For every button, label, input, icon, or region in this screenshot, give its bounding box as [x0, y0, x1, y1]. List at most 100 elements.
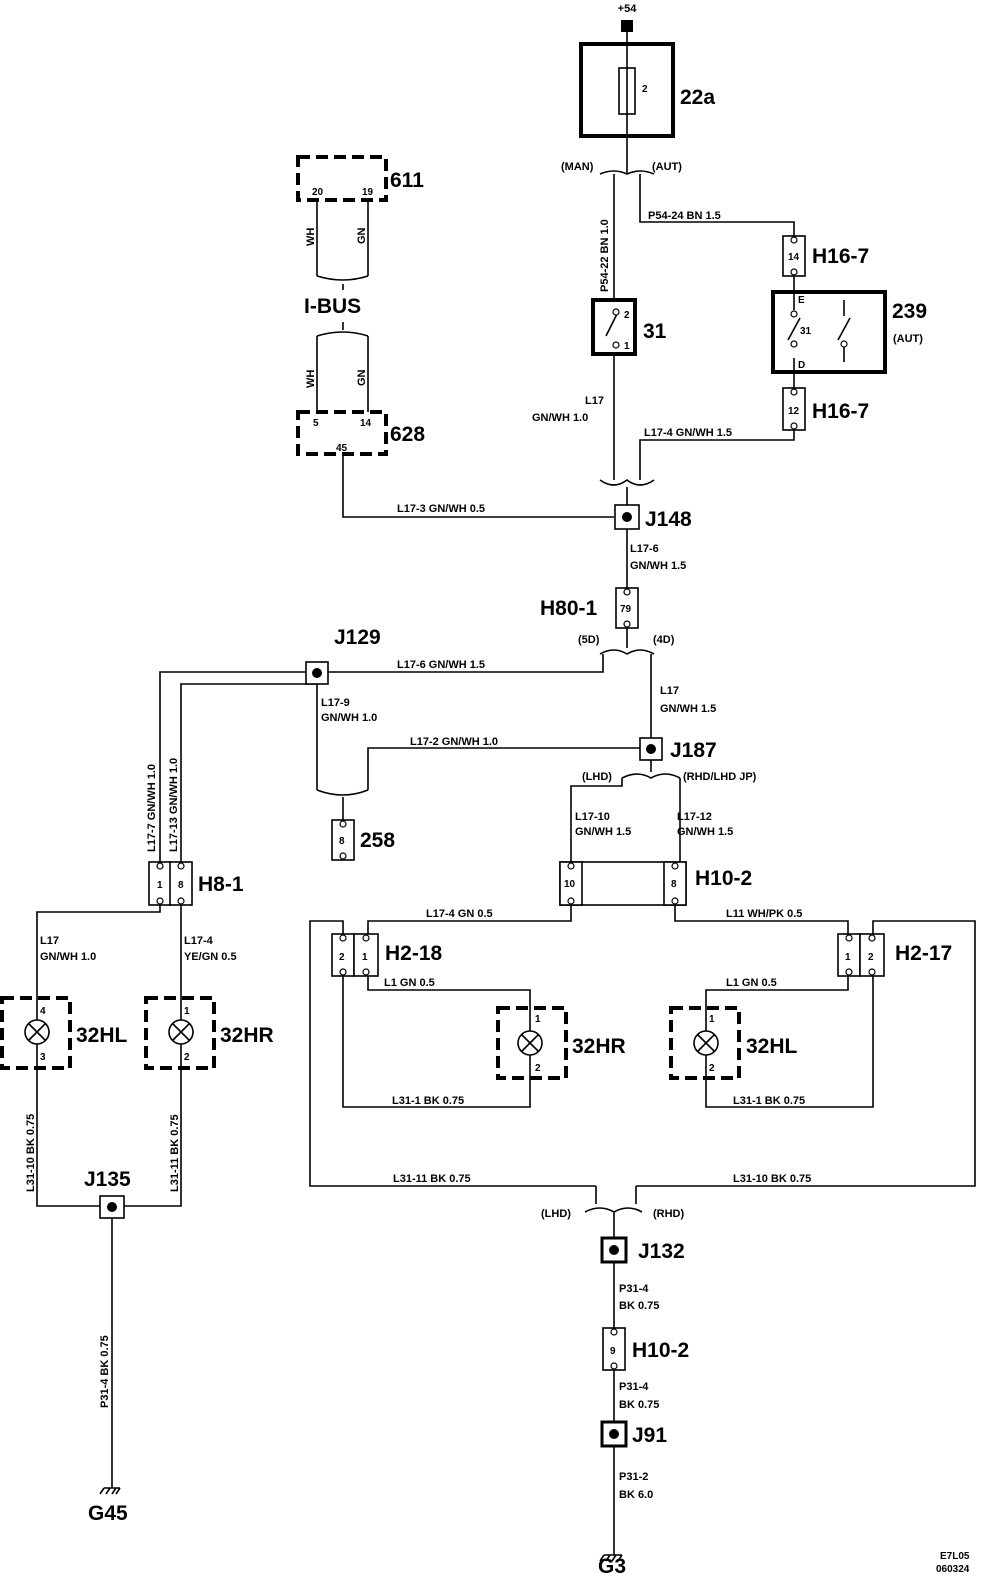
h80-1-id: H80-1 [540, 597, 598, 620]
label-4d: (4D) [653, 634, 675, 646]
lamp-32hr-left-id: 32HR [220, 1024, 274, 1047]
module-628-pin-5: 5 [313, 418, 319, 429]
junction-j91-id: J91 [632, 1424, 667, 1447]
junction-j135: J135 [84, 1168, 131, 1219]
wires [36, 22, 976, 1555]
wire-label-wh-bottom: WH [305, 370, 317, 388]
lamp-32hl-left: 4 3 32HL [0, 996, 128, 1070]
relay-239-id: 239 [892, 300, 927, 323]
h2-17-pin-2: 2 [868, 952, 874, 963]
label-rhd-bottom: (RHD) [653, 1208, 684, 1220]
module-611-id: 611 [390, 169, 424, 192]
h2-18-pin-1: 1 [362, 952, 368, 963]
wire-label-p31-4-vertical: P31-4 BK 0.75 [99, 1335, 111, 1408]
lamp-32hr-left-pin-2: 2 [184, 1052, 190, 1063]
wire-label-l17-6: L17-6 [630, 543, 659, 555]
wire-label-l31-10-horizontal: L31-10 BK 0.75 [733, 1173, 811, 1185]
lamp-32hr-middle-pin-2: 2 [535, 1063, 541, 1074]
wire-label-bk075-a: BK 0.75 [619, 1300, 659, 1312]
wire-label-p54-24: P54-24 BN 1.5 [648, 210, 721, 222]
wire-label-l17-right: L17 [660, 685, 679, 697]
junction-j187-id: J187 [670, 739, 717, 762]
label-lhd-bottom: (LHD) [541, 1208, 571, 1220]
label-aut: (AUT) [652, 161, 682, 173]
wire-label-l17-7: L17-7 GN/WH 1.0 [146, 764, 158, 852]
wire-label-l17-12: L17-12 [677, 811, 712, 823]
junction-j148-id: J148 [645, 508, 692, 531]
lamp-32hl-middle-pin-2: 2 [709, 1063, 715, 1074]
supply-terminal [621, 20, 633, 32]
ground-g45-id: G45 [88, 1502, 128, 1525]
connector-258-pin: 8 [339, 836, 345, 847]
wire-label-gnwh-15d: GN/WH 1.5 [677, 826, 733, 838]
module-628-id: 628 [390, 423, 425, 446]
junction-j129: J129 [305, 626, 381, 685]
relay-239: E 31 D 239 (AUT) [771, 290, 927, 374]
connector-h8-1: 1 8 H8-1 [148, 861, 244, 906]
wire-label-p31-2: P31-2 [619, 1471, 648, 1483]
wire-label-l31-1-left: L31-1 BK 0.75 [392, 1095, 464, 1107]
h2-18-id: H2-18 [385, 942, 443, 965]
footer-code: E7L05 [940, 1551, 970, 1562]
switch-31-pin-1: 1 [624, 341, 630, 352]
wire-label-l17-4-gn: L17-4 GN 0.5 [426, 908, 493, 920]
h2-18-pin-2: 2 [339, 952, 345, 963]
connector-h2-17: 1 2 H2-17 [837, 933, 952, 977]
h8-1-id: H8-1 [198, 873, 244, 896]
lamp-32hl-middle-pin-1: 1 [709, 1014, 715, 1025]
wire-label-gn-bottom: GN [356, 369, 368, 386]
fuse-22a: 2 22a [579, 42, 715, 138]
h2-17-pin-1: 1 [845, 952, 851, 963]
wire-label-l31-11-vertical: L31-11 BK 0.75 [169, 1114, 181, 1192]
connector-h16-7-top: 14 H16-7 [782, 235, 869, 277]
h16-7-bottom-pin: 12 [788, 406, 800, 417]
h8-1-pin-8: 8 [178, 880, 184, 891]
wire-label-l17-switch: L17 [585, 395, 604, 407]
wire-label-l1-right: L1 GN 0.5 [726, 977, 777, 989]
wire-label-bk60: BK 6.0 [619, 1489, 653, 1501]
ground-g3: G3 [598, 1554, 626, 1576]
junction-j187: J187 [639, 737, 717, 762]
connector-h80-1: 79 H80-1 [540, 587, 639, 629]
wire-label-p54-22: P54-22 BN 1.0 [599, 219, 611, 292]
connector-258-id: 258 [360, 829, 395, 852]
wire-label-l17-13: L17-13 GN/WH 1.0 [168, 758, 180, 852]
wire-label-gnwh-15: GN/WH 1.5 [630, 560, 686, 572]
module-611-pin-19: 19 [362, 187, 374, 198]
junction-j132-id: J132 [638, 1240, 685, 1263]
supply-label: +54 [618, 3, 638, 15]
wire-label-l17-3: L17-3 GN/WH 0.5 [397, 503, 485, 515]
fuse-pin: 2 [642, 84, 648, 95]
module-628: 5 14 45 628 [296, 410, 425, 456]
wire-label-gnwh-15c: GN/WH 1.5 [575, 826, 631, 838]
module-611: 20 19 611 [296, 155, 424, 202]
lamp-32hr-middle-pin-1: 1 [535, 1014, 541, 1025]
wire-label-l17-left: L17 [40, 935, 59, 947]
h10-2-top-id: H10-2 [695, 867, 752, 890]
lamp-32hl-left-id: 32HL [76, 1024, 128, 1047]
connector-h16-7-bottom: 12 H16-7 [782, 387, 869, 431]
junction-j129-id: J129 [334, 626, 381, 649]
wire-label-l17-9: L17-9 [321, 697, 350, 709]
lamp-32hl-left-pin-4: 4 [40, 1006, 46, 1017]
wire-label-l31-1-right: L31-1 BK 0.75 [733, 1095, 805, 1107]
wire-label-l17-4-top: L17-4 GN/WH 1.5 [644, 427, 732, 439]
junction-j91: J91 [600, 1420, 667, 1448]
h16-7-bottom-id: H16-7 [812, 400, 869, 423]
wire-label-l31-10-vertical: L31-10 BK 0.75 [25, 1114, 37, 1192]
wire-label-yegn: YE/GN 0.5 [184, 951, 237, 963]
h10-2-top-pin-10: 10 [564, 879, 576, 890]
lamp-32hr-left: 1 2 32HR [144, 996, 274, 1070]
wire-label-gnwh-10b: GN/WH 1.0 [321, 712, 377, 724]
lamp-32hr-left-pin-1: 1 [184, 1006, 190, 1017]
h80-1-pin: 79 [620, 604, 632, 615]
h16-7-top-id: H16-7 [812, 245, 869, 268]
switch-31-pin-2: 2 [624, 310, 630, 321]
relay-239-pin-31: 31 [800, 326, 812, 337]
module-628-pin-45: 45 [336, 443, 348, 454]
wire-label-l17-4-yegn: L17-4 [184, 935, 214, 947]
wire-label-p31-4-a: P31-4 [619, 1283, 649, 1295]
connector-258: 8 258 [331, 819, 395, 861]
wire-label-bk075-b: BK 0.75 [619, 1399, 659, 1411]
h8-1-pin-1: 1 [157, 880, 163, 891]
